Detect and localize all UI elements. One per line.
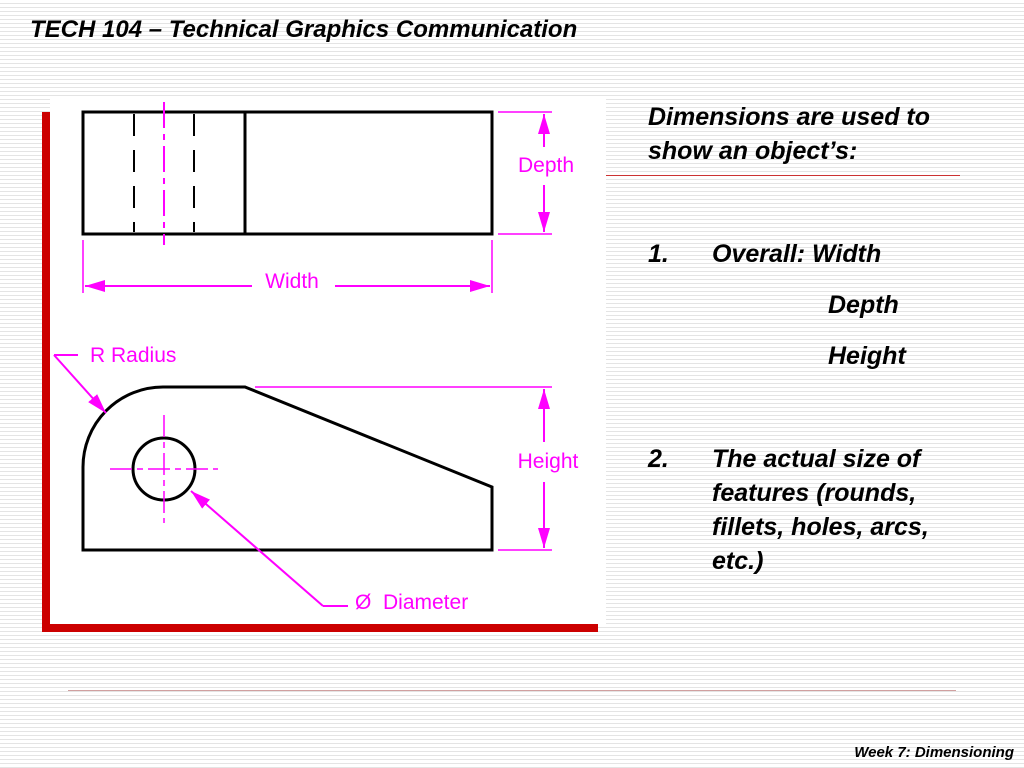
diameter-label: Diameter [383, 591, 468, 614]
height-dimension: Height [255, 386, 579, 551]
radius-dimension: R Radius [53, 344, 176, 414]
front-view-outline [81, 385, 494, 552]
intro-text: Dimensions are used to show an object’s: [648, 103, 931, 165]
list-item-1-text: Overall: Width [712, 240, 882, 268]
diameter-leader-arrow [190, 490, 324, 607]
drawing-svg: Depth Width R Radius [53, 102, 579, 614]
diameter-dimension: Ø Diameter [190, 490, 468, 614]
intro-underline [606, 175, 960, 176]
top-view-outline [81, 110, 494, 236]
front-view [81, 385, 494, 552]
width-dimension: Width [82, 240, 493, 293]
width-label: Width [265, 270, 319, 293]
list-item-1-number: 1. [648, 240, 669, 268]
footer-divider [68, 690, 956, 691]
depth-label: Depth [518, 154, 574, 177]
dimensioning-drawing: Depth Width R Radius [50, 97, 606, 624]
list-item-1-sub-height: Height [828, 342, 906, 370]
list-item-2-number: 2. [648, 445, 669, 473]
footer-label: Week 7: Dimensioning [854, 744, 1014, 761]
slide-title: TECH 104 – Technical Graphics Communicat… [30, 16, 578, 43]
list-item-1-sub-depth: Depth [828, 291, 899, 319]
height-label: Height [518, 450, 579, 473]
radius-leader-arrow [53, 354, 107, 414]
radius-label: R Radius [90, 344, 176, 367]
list-item-2-text: The actual size of features (rounds, fil… [712, 445, 929, 575]
depth-dimension: Depth [498, 111, 574, 235]
figure-frame-bottom [42, 624, 598, 632]
diameter-symbol: Ø [355, 591, 371, 614]
figure-frame-left [42, 112, 50, 632]
top-view [81, 102, 494, 245]
